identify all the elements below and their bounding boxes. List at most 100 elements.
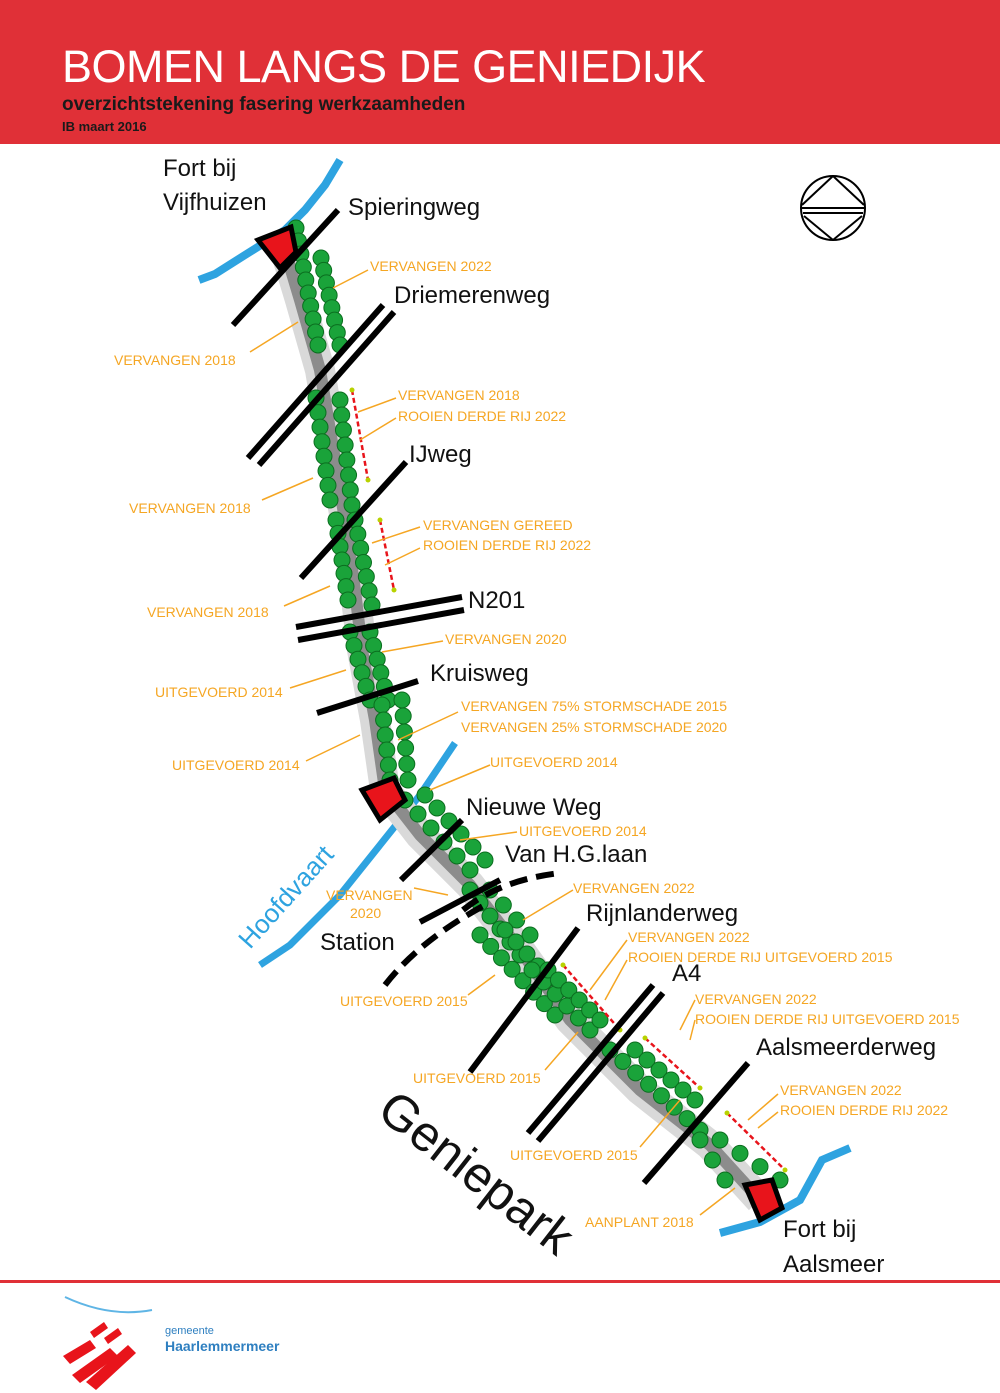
tree <box>357 568 375 586</box>
tree <box>339 591 357 609</box>
logo-text-big: Haarlemmermeer <box>165 1338 280 1354</box>
road-label-driemerenweg: Driemerenweg <box>394 282 550 309</box>
tree <box>626 1041 644 1059</box>
note-label: UITGEVOERD 2015 <box>413 1070 541 1086</box>
tree <box>614 1052 632 1070</box>
note-label: VERVANGEN 2022 <box>695 991 817 1007</box>
tree <box>373 696 391 714</box>
water-hoofdvaart <box>258 741 458 968</box>
note-label: VERVANGEN 2018 <box>114 352 236 368</box>
road-nieuwe-weg <box>398 817 465 883</box>
road-aalsmeerderweg <box>641 1061 751 1185</box>
road-kruisweg <box>316 678 419 716</box>
tree <box>375 711 393 729</box>
note-label: VERVANGEN GEREED <box>423 517 573 533</box>
tree <box>397 739 415 757</box>
note-label: 2020 <box>350 905 381 921</box>
page-title: BOMEN LANGS DE GENIEDIJK <box>62 41 706 92</box>
tree <box>399 771 417 789</box>
tree <box>581 1001 599 1019</box>
tree <box>352 539 370 557</box>
tree <box>334 421 352 439</box>
note-label: VERVANGEN 75% STORMSCHADE 2015 <box>461 698 727 714</box>
road-label-van-hg-laan: Van H.G.laan <box>505 841 647 868</box>
tree <box>482 937 500 955</box>
haarlemmermeer-logo-icon <box>63 1296 153 1390</box>
tree <box>751 1158 769 1176</box>
tree <box>704 1151 721 1169</box>
tree <box>428 799 446 817</box>
road-spieringweg <box>230 207 341 328</box>
road-driemerenweg-a <box>245 303 386 460</box>
note-label: VERVANGEN 25% STORMSCHADE 2020 <box>461 719 727 735</box>
tree <box>507 933 525 951</box>
note-label: UITGEVOERD 2015 <box>510 1147 638 1163</box>
tree <box>309 336 327 354</box>
page-dateline: IB maart 2016 <box>62 119 147 134</box>
note-label: AANPLANT 2018 <box>585 1214 694 1230</box>
tree <box>317 462 335 480</box>
tree <box>422 819 440 837</box>
tree <box>521 926 539 944</box>
railway-top <box>461 870 561 913</box>
tree <box>503 960 521 978</box>
tree <box>640 1075 658 1093</box>
tree <box>494 896 512 914</box>
logo-text-small: gemeente <box>165 1325 214 1337</box>
tree <box>378 741 396 759</box>
road-n201-b <box>297 607 465 643</box>
tree <box>360 582 378 600</box>
road-driemerenweg-b <box>256 310 397 467</box>
tree <box>448 847 466 865</box>
note-label: ROOIEN DERDE RIJ 2022 <box>423 537 591 553</box>
note-label: UITGEVOERD 2014 <box>519 823 647 839</box>
tree <box>319 476 337 494</box>
station-label: Station <box>320 929 395 956</box>
tree <box>508 911 526 929</box>
tree <box>331 391 349 409</box>
tree <box>311 418 329 436</box>
fort-icon <box>741 1177 786 1224</box>
note-label: VERVANGEN 2022 <box>780 1082 902 1098</box>
road-label-a4: A4 <box>672 960 701 987</box>
tree <box>546 1006 564 1024</box>
road-n201-a <box>295 594 463 630</box>
road-label-n201: N201 <box>468 587 525 614</box>
tree <box>476 851 494 869</box>
tree <box>355 554 372 571</box>
tree <box>638 1051 656 1069</box>
note-label: VERVANGEN 2022 <box>628 929 750 945</box>
tree <box>398 755 416 773</box>
tree <box>379 756 397 774</box>
road-label-nieuwe-weg: Nieuwe Weg <box>466 794 602 821</box>
north-arrow-icon <box>800 175 866 241</box>
tree <box>627 1064 645 1082</box>
tree <box>716 1171 734 1189</box>
tree <box>341 481 359 499</box>
tree <box>349 525 367 543</box>
road-ijweg <box>298 459 409 581</box>
note-label: VERVANGEN 2018 <box>398 387 520 403</box>
tree <box>691 1131 709 1149</box>
tree <box>394 707 412 725</box>
tree <box>591 1011 609 1029</box>
note-label: ROOIEN DERDE RIJ 2022 <box>398 408 566 424</box>
third-row-endpoints <box>349 387 788 1173</box>
tree <box>464 838 482 856</box>
tree <box>481 907 499 925</box>
tree <box>731 1144 749 1162</box>
note-label: VERVANGEN 2022 <box>370 258 492 274</box>
roads <box>230 207 751 1185</box>
tree <box>686 1091 704 1109</box>
footer-rule <box>0 1280 1000 1283</box>
tree <box>393 691 411 709</box>
note-label: ROOIEN DERDE RIJ UITGEVOERD 2015 <box>695 1011 960 1027</box>
note-label: VERVANGEN 2022 <box>573 880 695 896</box>
note-label: VERVANGEN 2018 <box>129 500 251 516</box>
page-subtitle: overzichtstekening fasering werkzaamhede… <box>62 94 466 115</box>
tree <box>471 926 489 944</box>
road-a4-a <box>525 983 656 1135</box>
tree <box>560 981 578 999</box>
tree <box>461 861 479 879</box>
tree <box>674 1081 692 1099</box>
